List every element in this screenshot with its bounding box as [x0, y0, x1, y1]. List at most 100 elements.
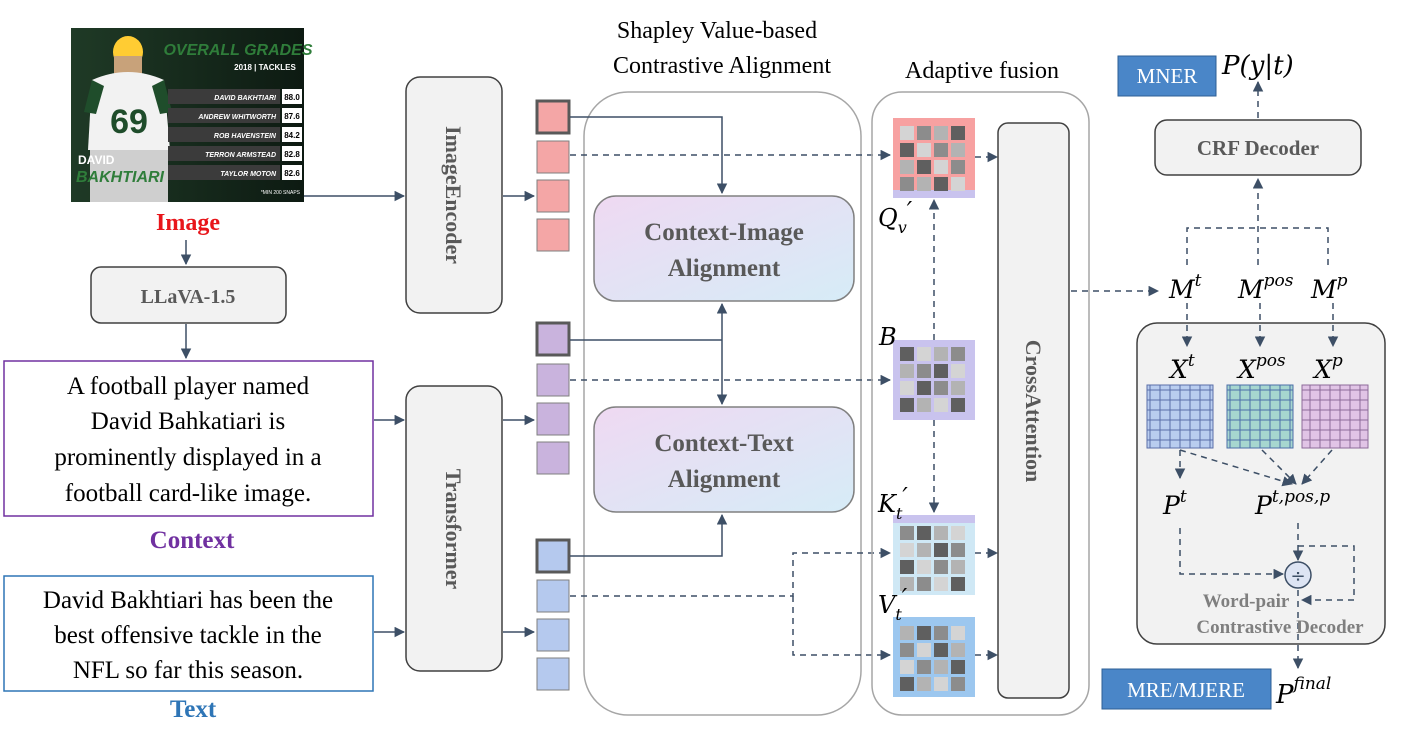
- x-pos-label: Xpos: [1236, 351, 1286, 384]
- text-label: Text: [170, 696, 217, 723]
- card-row-grade: 87.6: [284, 112, 300, 121]
- matrix-cell: [934, 126, 948, 140]
- matrix-cell: [917, 677, 931, 691]
- matrix-cell: [917, 143, 931, 157]
- x-pos-grid: [1226, 384, 1294, 449]
- card-grade-box: [282, 108, 302, 123]
- card-row-bar: [168, 127, 280, 142]
- card-row-grade: 82.6: [284, 169, 300, 178]
- context-image-alignment-line-1: Context-Image: [644, 219, 804, 246]
- context-tokens: [535, 321, 571, 475]
- matrix-cell: [900, 177, 914, 191]
- encoder-out-arrows: [503, 190, 536, 638]
- text-token: [536, 618, 570, 652]
- b-label: B: [878, 323, 897, 351]
- matrix-cell: [934, 643, 948, 657]
- card-row-bar: [168, 108, 280, 123]
- image-token: [536, 218, 570, 252]
- matrix-cell: [934, 177, 948, 191]
- m-pos-label: Mpos: [1237, 271, 1294, 304]
- matrix-cell: [951, 577, 965, 591]
- mre-badge: [1101, 668, 1272, 710]
- divide-symbol: ÷: [1290, 566, 1305, 587]
- transformer-label: Transformer: [441, 469, 466, 590]
- matrix-cell: [917, 381, 931, 395]
- p-tposp-label: Pt,pos,p: [1254, 487, 1330, 520]
- matrix-cell: [951, 364, 965, 378]
- crf-arrows: [1186, 80, 1329, 265]
- crf-decoder-box: [1154, 119, 1362, 176]
- mner-label: MNER: [1137, 64, 1198, 88]
- image-token-cls: [535, 99, 571, 135]
- py-t-label: P(y|t): [1221, 51, 1294, 81]
- matrix-cell: [951, 626, 965, 640]
- matrix-cell: [951, 560, 965, 574]
- matrix-cell: [951, 347, 965, 361]
- matrix-cell: [934, 660, 948, 674]
- context-text-alignment-line-1: Context-Text: [654, 430, 794, 457]
- matrix-cell: [934, 347, 948, 361]
- alignment-arrows: [570, 116, 728, 557]
- word-pair-arrows: [1174, 303, 1355, 670]
- x-p-label: Xp: [1312, 351, 1343, 384]
- matrix-cell: [900, 526, 914, 540]
- matrix-cell: [900, 626, 914, 640]
- m-p-label: Mp: [1310, 271, 1348, 304]
- p-t-label: Pt: [1162, 487, 1187, 520]
- context-box: [3, 360, 374, 517]
- card-row-grade: 82.8: [284, 150, 300, 159]
- card-row-grade: 88.0: [284, 93, 300, 102]
- card-row-bar: [168, 165, 280, 180]
- matrix-cell: [917, 577, 931, 591]
- matrix-cell: [934, 626, 948, 640]
- matrix-cell: [934, 543, 948, 557]
- left-arrows: [180, 190, 406, 638]
- image-tokens: [535, 99, 571, 252]
- matrix-cell: [951, 177, 965, 191]
- p-final-label: Pfinal: [1275, 674, 1331, 710]
- matrix-cell: [934, 526, 948, 540]
- mre-label: MRE/MJERE: [1127, 678, 1245, 702]
- matrix-cell: [934, 398, 948, 412]
- input-image: OVERALL GRADES 2018 | TACKLES 69 DAVID B…: [71, 28, 313, 202]
- context-token-cls: [535, 321, 571, 357]
- matrix-cell: [917, 543, 931, 557]
- context-token: [536, 441, 570, 475]
- text-line-3: NFL so far this season.: [73, 657, 303, 684]
- card-title-2: 2018 | TACKLES: [234, 63, 296, 72]
- matrix-cell: [951, 677, 965, 691]
- matrix-cell: [917, 177, 931, 191]
- card-player-last: BAKHTIARI: [76, 169, 165, 186]
- matrix-cell: [934, 677, 948, 691]
- matrix-cell: [917, 364, 931, 378]
- card-row-name: DAVID BAKHTIARI: [214, 95, 277, 102]
- alignment-title-2: Contrastive Alignment: [613, 53, 831, 79]
- context-image-alignment-box: [593, 195, 855, 302]
- matrix-cell: [900, 398, 914, 412]
- card-row-name: ROB HAVENSTEIN: [214, 133, 277, 140]
- context-token: [536, 402, 570, 436]
- q-label: Qv′: [878, 197, 913, 237]
- matrix-cell: [900, 381, 914, 395]
- matrix-cell: [900, 543, 914, 557]
- matrix-cell: [917, 160, 931, 174]
- v-label: Vt′: [878, 584, 908, 624]
- context-text-alignment-line-2: Alignment: [668, 466, 781, 493]
- context-line-2: David Bahkatiari is: [91, 408, 285, 435]
- card-row-grade: 84.2: [284, 131, 300, 140]
- card-grade-box: [282, 127, 302, 142]
- matrix-cell: [951, 126, 965, 140]
- b-matrix: [893, 340, 975, 420]
- matrix-cell: [934, 577, 948, 591]
- matrix-cell: [900, 143, 914, 157]
- card-row-bar: [168, 89, 280, 104]
- image-token: [536, 140, 570, 174]
- card-grade-box: [282, 165, 302, 180]
- matrix-cell: [951, 643, 965, 657]
- text-token-cls: [535, 538, 571, 574]
- v-matrix: [893, 617, 975, 697]
- context-line-3: prominently displayed in a: [54, 444, 321, 471]
- matrix-cell: [951, 543, 965, 557]
